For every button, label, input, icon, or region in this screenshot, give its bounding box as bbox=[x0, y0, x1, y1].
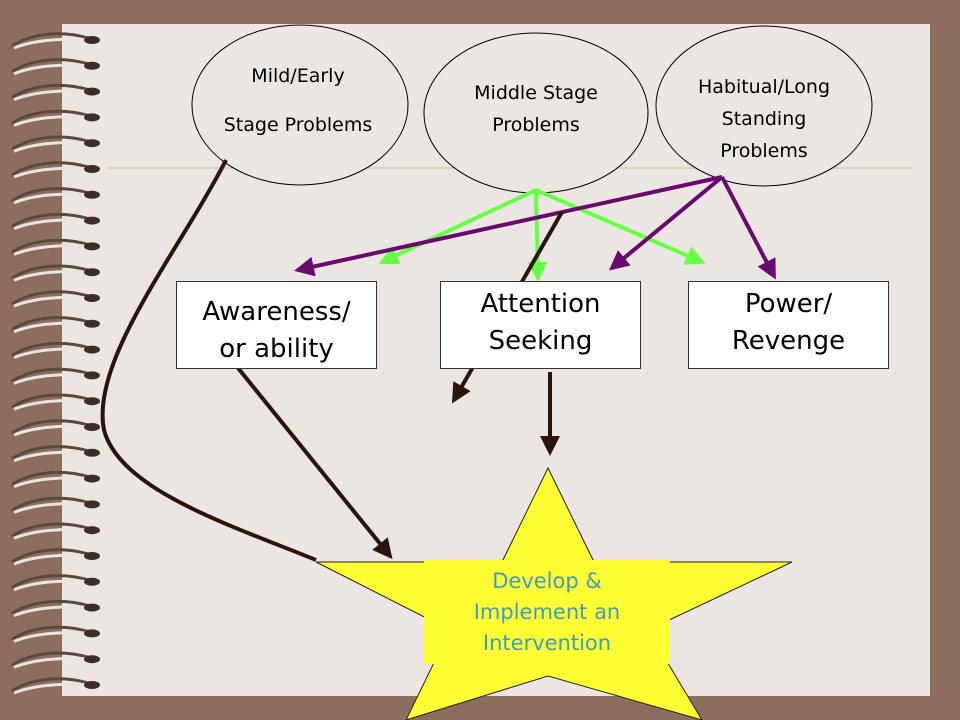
spiral-ring bbox=[11, 32, 100, 50]
spiral-ring bbox=[11, 496, 100, 514]
spiral-ring bbox=[11, 445, 100, 463]
purple-arrows bbox=[294, 175, 776, 280]
spiral-ring bbox=[11, 574, 100, 592]
dark-arrow-mild-to-star bbox=[100, 159, 317, 562]
attention-line1: Attention bbox=[480, 289, 601, 319]
awareness-line1: Awareness/ bbox=[202, 297, 351, 327]
intervention-line1: Develop & bbox=[492, 569, 602, 593]
spiral-ring bbox=[11, 187, 100, 205]
attention-label: Attention Seeking bbox=[440, 286, 641, 360]
attention-box bbox=[440, 281, 641, 369]
spiral-ring bbox=[11, 213, 100, 230]
spiral-ring bbox=[11, 109, 100, 127]
spiral-ring bbox=[11, 161, 100, 179]
habitual-stage-line3: Problems bbox=[720, 140, 808, 162]
intervention-line2: Implement an bbox=[473, 600, 621, 624]
spiral-ring bbox=[11, 600, 100, 617]
power-label: Power/ Revenge bbox=[688, 286, 889, 360]
spiral-ring bbox=[11, 419, 100, 437]
spiral-ring bbox=[11, 651, 100, 669]
habitual-stage-line1: Habitual/Long bbox=[697, 76, 831, 98]
green-arrow-to-power bbox=[535, 188, 706, 265]
mild-stage-line1: Mild/Early bbox=[251, 65, 345, 87]
intervention-textbox bbox=[424, 560, 670, 664]
spiral-ring bbox=[11, 135, 100, 153]
spiral-ring bbox=[11, 393, 100, 411]
mild-stage-label: Mild/Early Stage Problems bbox=[196, 64, 400, 138]
spiral-ring bbox=[11, 264, 100, 282]
intervention-line3: Intervention bbox=[482, 631, 612, 655]
mild-stage-line2: Stage Problems bbox=[223, 114, 373, 136]
green-arrow-to-awareness bbox=[378, 188, 537, 265]
middle-stage-label: Middle Stage Problems bbox=[430, 81, 642, 138]
power-line2: Revenge bbox=[731, 326, 846, 356]
purple-arrow-to-attention bbox=[608, 175, 724, 271]
habitual-stage-line2: Standing bbox=[721, 108, 807, 130]
purple-arrow-to-awareness bbox=[294, 175, 723, 277]
dark-arrow-awareness-to-star bbox=[236, 366, 393, 560]
middle-stage-line2: Problems bbox=[492, 114, 580, 136]
spiral-ring bbox=[11, 316, 100, 334]
spiral-ring bbox=[11, 677, 100, 695]
mild-stage-ellipse bbox=[191, 24, 409, 186]
habitual-stage-label: Habitual/Long Standing Problems bbox=[660, 71, 868, 167]
spiral-ring bbox=[11, 290, 100, 308]
habitual-stage-ellipse bbox=[655, 25, 873, 187]
green-arrow-to-attention bbox=[527, 189, 548, 282]
green-arrows bbox=[378, 188, 706, 282]
awareness-label: Awareness/ or ability bbox=[176, 294, 377, 368]
purple-arrow-to-power bbox=[720, 176, 776, 280]
spiral-ring bbox=[11, 58, 100, 76]
spiral-ring bbox=[11, 342, 100, 359]
spiral-ring bbox=[11, 471, 100, 488]
spiral-binding bbox=[11, 32, 100, 695]
power-line1: Power/ bbox=[744, 289, 833, 319]
awareness-line2: or ability bbox=[219, 334, 334, 364]
awareness-box bbox=[176, 281, 377, 369]
spiral-ring bbox=[11, 625, 100, 643]
attention-line2: Seeking bbox=[488, 326, 593, 356]
spiral-ring bbox=[11, 367, 100, 385]
intervention-label: Develop & Implement an Intervention bbox=[424, 566, 670, 659]
power-box bbox=[688, 281, 889, 369]
middle-stage-line1: Middle Stage bbox=[474, 82, 598, 104]
spiral-ring bbox=[11, 84, 100, 101]
spiral-ring bbox=[11, 522, 100, 540]
spiral-ring bbox=[11, 548, 100, 566]
spiral-ring bbox=[11, 238, 100, 256]
